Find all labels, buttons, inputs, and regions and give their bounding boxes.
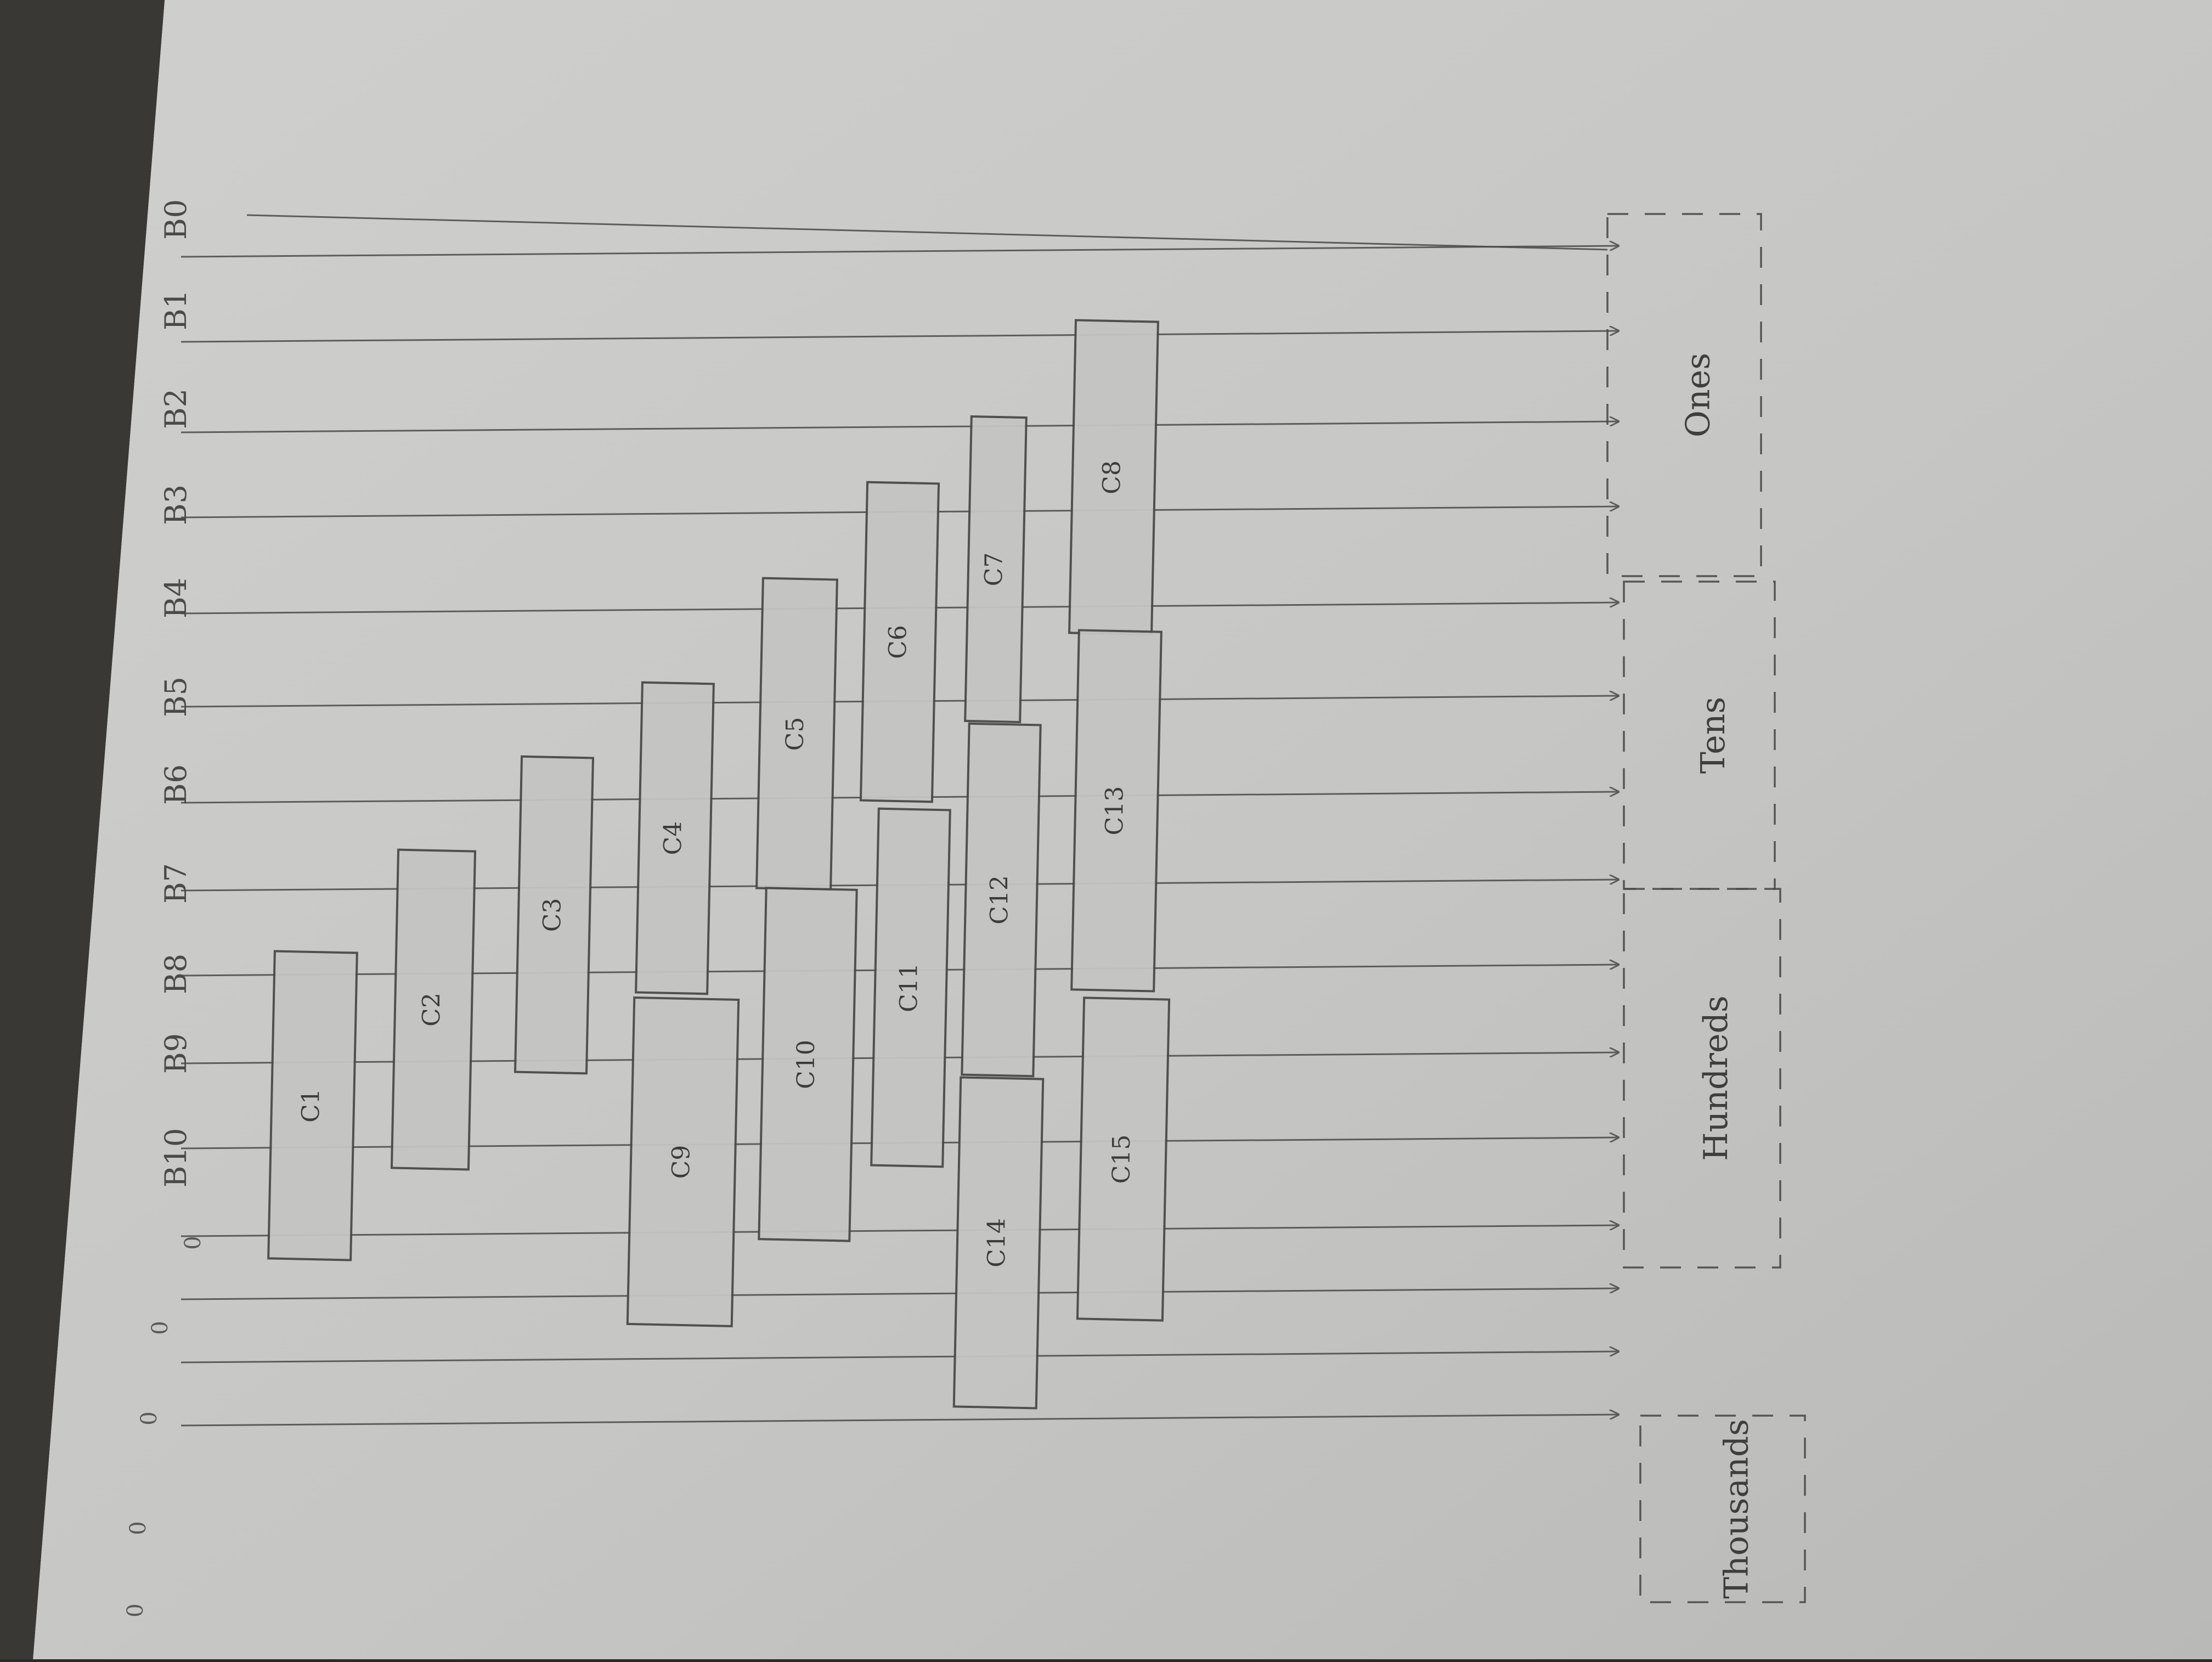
input-labels: B10 B9 B8 B7 B6 B5 B4 B3 B2 B1 B0 0 0 0 0 0 [123,199,206,1618]
cell-label: C9 [668,1145,696,1179]
signal-line-b0 [246,214,1608,251]
zero-input-label: 0 [148,1321,173,1334]
cell-outline [964,415,1028,724]
cell-outline [758,887,858,1242]
zero-input-label: 0 [123,1603,148,1617]
group-frame [1639,1415,1806,1603]
cell-box-c11: C11 [870,807,951,1168]
cell-label: C10 [792,1040,820,1089]
cell-outline [1076,996,1171,1322]
input-label-b8: B8 [159,954,193,994]
input-label-b9: B9 [159,1033,193,1074]
cell-box-c8: C8 [1068,319,1159,636]
signal-line [180,421,1618,433]
cell-outline [952,1076,1045,1410]
group-tens: Tens [1623,581,1776,890]
cell-box-c13: C13 [1070,629,1163,993]
group-frame [1606,213,1762,577]
cell-label: C3 [539,898,567,932]
cell-label: C8 [1098,460,1126,494]
zero-input-label: 0 [180,1236,206,1249]
cell-box-c12: C12 [961,722,1042,1078]
cell-label: C12 [986,875,1014,925]
group-thousands: Thousands [1639,1415,1806,1603]
signal-line [180,1351,1618,1364]
cell-outline [390,848,477,1171]
input-label-b3: B3 [159,484,193,525]
group-label: Ones [1679,353,1718,437]
cell-outline [1070,629,1163,993]
cell-label: C6 [884,625,912,659]
cell-outline [514,755,595,1075]
group-label: Thousands [1718,1419,1756,1599]
signal-line [180,246,1618,258]
group-label: Hundreds [1697,995,1735,1160]
zero-input-label: 0 [126,1521,151,1535]
signal-line [180,331,1618,343]
cell-box-c14: C14 [952,1076,1045,1410]
cell-label: C2 [418,993,446,1027]
cell-box-c1: C1 [267,950,358,1261]
cell-label: C7 [980,553,1008,587]
cell-box-c3: C3 [514,755,595,1075]
cell-box-c4: C4 [635,681,715,995]
cell-label: C14 [983,1218,1011,1267]
cell-box-c10: C10 [758,887,858,1242]
input-label-b6: B6 [159,764,193,805]
group-hundreds: Hundreds [1623,888,1781,1269]
cell-outline [626,996,740,1327]
cell-outline [635,681,715,995]
group-ones: Ones [1606,213,1762,577]
signal-line [180,1415,1618,1427]
cell-outline [859,481,940,803]
input-label-b10: B10 [159,1128,193,1187]
cell-label: C11 [895,963,923,1012]
cell-label: C1 [297,1089,325,1123]
cell-outline [870,807,951,1168]
cell-label: C4 [659,821,687,855]
input-label-b7: B7 [159,863,193,904]
signal-line [180,1288,1618,1300]
paper-edge-shadow [0,0,165,1659]
input-label-b1: B1 [159,290,193,330]
input-label-b4: B4 [159,578,193,618]
signal-line [180,1225,1618,1237]
cell-outline [267,950,358,1261]
cell-outline [961,722,1042,1078]
cell-box-c5: C5 [755,577,838,891]
cell-box-c6: C6 [859,481,940,803]
input-label-b5: B5 [159,677,193,717]
cell-box-c7: C7 [964,415,1028,724]
input-label-b2: B2 [159,388,193,429]
group-label: Tens [1694,697,1733,774]
group-frame [1623,581,1776,890]
cell-label: C15 [1108,1135,1136,1184]
cell-box-c9: C9 [626,996,740,1327]
cell-box-c2: C2 [390,848,477,1171]
cell-label: C5 [781,717,809,751]
input-label-b0: B0 [159,199,193,240]
cell-box-c15: C15 [1076,996,1171,1322]
cell-label: C13 [1101,786,1129,836]
output-groups: Thousands Hundreds Tens Ones [1606,213,1806,1603]
zero-input-label: 0 [137,1411,162,1425]
